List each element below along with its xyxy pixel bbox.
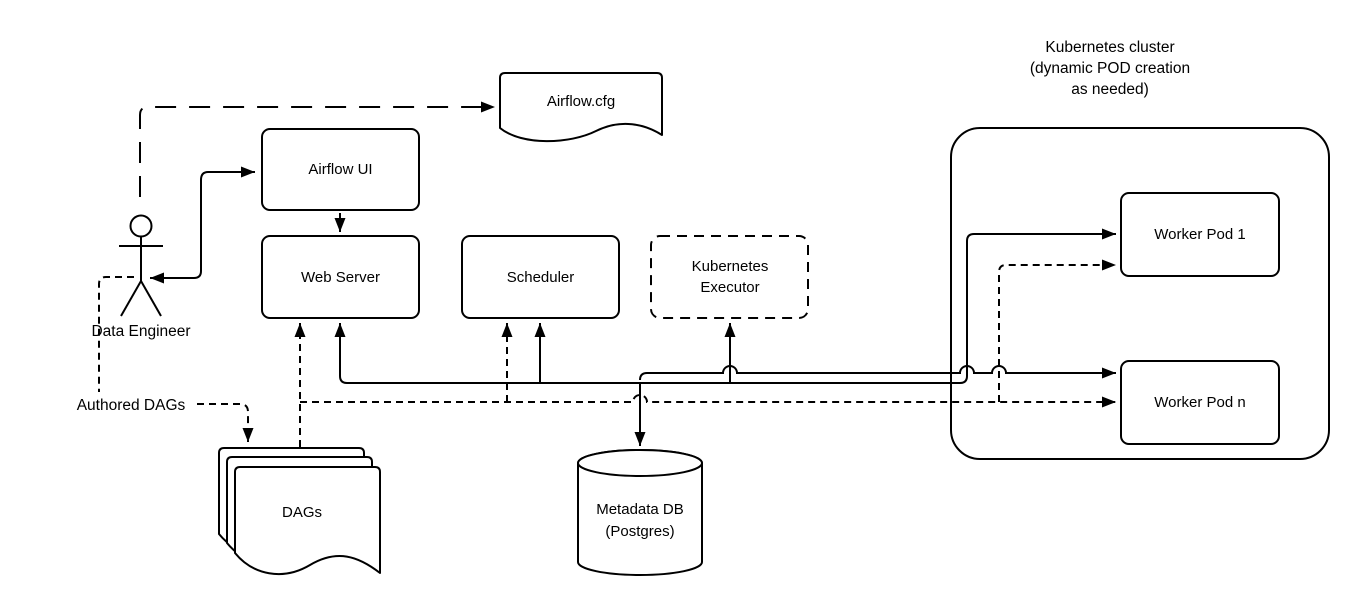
- dags-stack-shape: [218, 447, 381, 576]
- kubernetes-cluster-label: Kubernetes cluster (dynamic POD creation…: [1010, 37, 1210, 100]
- connector-bus-to-worker-pod-1: [347, 228, 1116, 384]
- connector-bus-to-worker-pod-n: [639, 365, 1116, 381]
- kubernetes-cluster-label-line1: Kubernetes cluster: [1045, 39, 1175, 56]
- authored-dags-label: Authored DAGs: [76, 397, 186, 414]
- metadata-db-label-line1: Metadata DB: [596, 501, 684, 518]
- connector-data-engineer-airflow-ui: [150, 166, 255, 284]
- kubernetes-executor-label-line2: Executor: [700, 279, 760, 296]
- data-engineer-label: Data Engineer: [91, 323, 191, 340]
- node-worker-pod-n: Worker Pod n: [1120, 360, 1280, 445]
- airflow-cfg-document-shape: [499, 72, 663, 143]
- kubernetes-executor-label-line1: Kubernetes: [691, 258, 769, 275]
- metadata-db-label: Metadata DB (Postgres): [578, 499, 702, 543]
- node-airflow-ui: Airflow UI: [261, 128, 420, 211]
- connector-dags-to-worker-pod-1: [998, 259, 1116, 402]
- connector-dags-to-worker-pod-n: [300, 394, 1116, 408]
- node-worker-pod-1: Worker Pod 1: [1120, 192, 1280, 277]
- worker-pod-n-label: Worker Pod n: [1154, 394, 1246, 411]
- kubernetes-cluster-label-line2: (dynamic POD creation: [1029, 60, 1191, 77]
- connector-data-engineer-to-authored-dags: [98, 276, 134, 392]
- metadata-db-cylinder: [577, 449, 703, 576]
- kubernetes-executor-label: Kubernetes Executor: [692, 256, 769, 298]
- node-scheduler: Scheduler: [461, 235, 620, 319]
- connector-data-engineer-to-airflow-cfg: [139, 101, 495, 197]
- data-engineer-figure: [119, 214, 163, 317]
- kubernetes-cluster-boundary: [950, 127, 1330, 460]
- web-server-label: Web Server: [301, 268, 380, 286]
- kubernetes-cluster-label-line3: as needed): [1071, 81, 1149, 98]
- dags-label: DAGs: [281, 504, 322, 521]
- kubernetes-executor-frame: [650, 235, 809, 319]
- node-web-server: Web Server: [261, 235, 420, 319]
- connector-bus-to-web-server: [334, 323, 348, 384]
- node-kubernetes-executor: Kubernetes Executor: [650, 235, 810, 319]
- worker-pod-1-label: Worker Pod 1: [1154, 226, 1246, 243]
- person-head-icon: [129, 214, 153, 238]
- airflow-cfg-label: Airflow.cfg: [546, 93, 616, 110]
- airflow-ui-label: Airflow UI: [308, 161, 373, 178]
- connectors: [98, 101, 1116, 447]
- metadata-db-label-line2: (Postgres): [605, 523, 675, 540]
- connector-authored-dags-to-dags: [197, 403, 254, 442]
- scheduler-label: Scheduler: [506, 268, 575, 286]
